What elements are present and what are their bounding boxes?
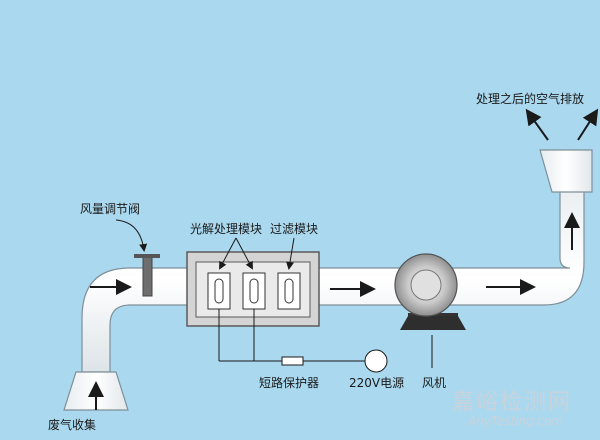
- damper-valve: [134, 254, 160, 297]
- photolysis-lamp-1: [207, 272, 231, 310]
- fan-label: 风机: [422, 376, 447, 390]
- filter-module-label: 过滤模块: [270, 222, 319, 236]
- treatment-unit: [186, 251, 320, 327]
- photolysis-lamp-2: [242, 272, 266, 310]
- fan-blower: [394, 253, 466, 330]
- short-circuit-label: 短路保护器: [259, 376, 320, 390]
- filter-cartridge: [277, 272, 301, 310]
- exhaust-label: 处理之后的空气排放: [476, 92, 585, 106]
- watermark-cn: 嘉峪检测网: [452, 390, 573, 415]
- damper-label: 风量调节阀: [80, 202, 141, 216]
- power-source-symbol: [364, 349, 388, 373]
- damper-pointer: [115, 219, 148, 252]
- photolysis-pointer-1: [219, 237, 237, 270]
- wiring: [218, 309, 365, 362]
- exhaust-arrow-right: [577, 108, 599, 141]
- power-label: 220V电源: [349, 376, 405, 390]
- air-duct: [81, 183, 585, 373]
- watermark-en: AnyTesting.com: [468, 414, 564, 428]
- collection-label: 废气收集: [48, 418, 97, 432]
- exhaust-arrow-left: [525, 108, 549, 141]
- fuse-symbol: [281, 356, 304, 366]
- filter-pointer: [286, 237, 295, 270]
- photolysis-module-label: 光解处理模块: [190, 222, 263, 236]
- photolysis-pointer-2: [235, 237, 253, 270]
- exhaust-hood: [539, 149, 593, 193]
